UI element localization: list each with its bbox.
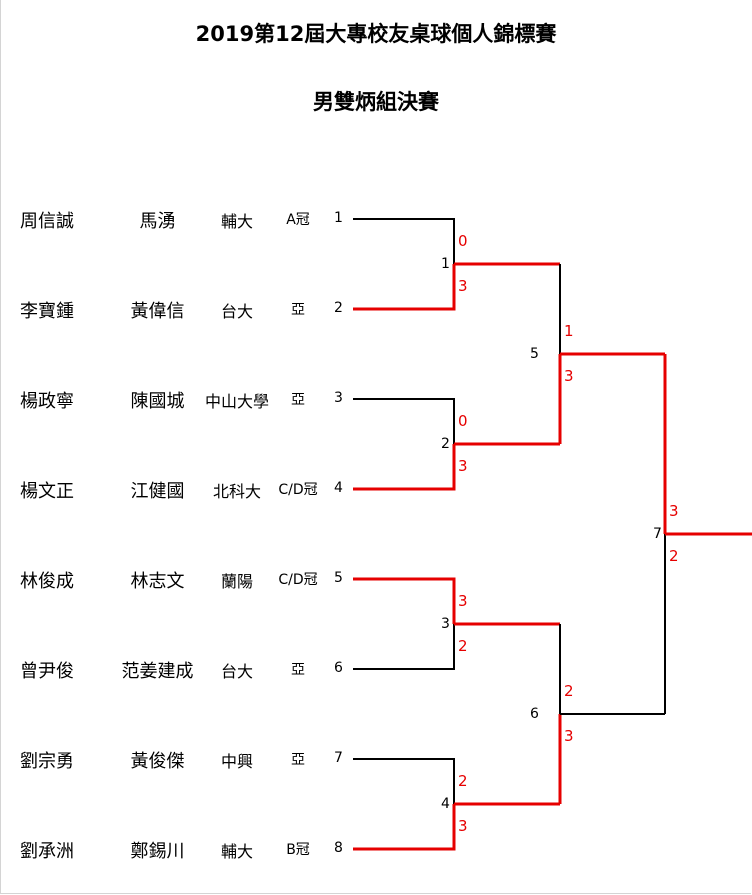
entry-8-seed: 8	[334, 840, 343, 856]
entry-4-player1: 楊文正	[20, 481, 74, 502]
entry-5-school: 蘭陽	[220, 572, 253, 591]
entry-1-prize: A冠	[286, 212, 310, 228]
match-1-top-line	[353, 218, 455, 264]
entry-3-school: 中山大學	[204, 392, 269, 411]
entry-6-player1: 曾尹俊	[20, 661, 74, 682]
match-7-number: 7	[653, 526, 662, 542]
match-2-score-bottom: 3	[458, 457, 468, 475]
match-2-score-top: 0	[458, 412, 468, 430]
match-3-top-line	[353, 577, 456, 624]
match-6-score-bottom: 3	[564, 727, 574, 745]
match-4-top-line	[353, 758, 455, 804]
entry-3-seed: 3	[334, 390, 343, 406]
entry-4-player2: 江健國	[130, 481, 185, 502]
entry-6-prize: 亞	[291, 662, 305, 678]
match-7-score-bottom: 2	[669, 547, 679, 565]
entry-4-prize: C/D冠	[278, 482, 318, 498]
match-1-number: 1	[441, 256, 450, 272]
entry-3-prize: 亞	[291, 392, 305, 408]
match-6-score-top: 2	[564, 682, 574, 700]
match-6-number: 6	[530, 706, 539, 722]
entry-5-player1: 林俊成	[20, 571, 74, 592]
entry-5-seed: 5	[334, 570, 343, 586]
entry-1-seed: 1	[334, 210, 343, 226]
entry-2-player2: 黃偉信	[130, 301, 185, 322]
entry-7-seed: 7	[334, 750, 343, 766]
match-3-bottom-line	[353, 624, 455, 670]
entry-6-player2: 范姜建成	[121, 661, 194, 682]
entry-3-player1: 楊政寧	[20, 391, 74, 412]
entry-8-player1: 劉承洲	[20, 841, 74, 862]
match-7-score-top: 3	[669, 502, 679, 520]
entry-5-player2: 林志文	[130, 571, 185, 592]
match-2-number: 2	[441, 436, 450, 452]
page-title: 2019第12屆大專校友桌球個人錦標賽	[195, 22, 557, 46]
entry-6-seed: 6	[334, 660, 343, 676]
match-2-top-line	[353, 398, 455, 444]
entry-2-player1: 李寶鍾	[20, 301, 74, 322]
match-3-score-top: 3	[458, 592, 468, 610]
entry-3-player2: 陳國城	[130, 391, 185, 412]
entry-1-school: 輔大	[220, 212, 253, 231]
entry-4-seed: 4	[334, 480, 343, 496]
match-5-score-top: 1	[564, 322, 574, 340]
match-3-score-bottom: 2	[458, 637, 468, 655]
entry-8-prize: B冠	[286, 842, 310, 858]
entry-6-school: 台大	[220, 662, 253, 681]
match-4-number: 4	[441, 796, 450, 812]
match-4-score-bottom: 3	[458, 817, 468, 835]
match-5-score-bottom: 3	[564, 367, 574, 385]
match-4-bottom-line	[353, 804, 456, 851]
entry-4-school: 北科大	[212, 482, 261, 501]
entry-7-school: 中興	[220, 752, 253, 771]
match-1-score-top: 0	[458, 232, 468, 250]
match-4-score-top: 2	[458, 772, 468, 790]
entry-1-player1: 周信誠	[20, 211, 74, 232]
entry-5-prize: C/D冠	[278, 572, 318, 588]
match-1-score-bottom: 3	[458, 277, 468, 295]
match-5-number: 5	[530, 346, 539, 362]
entry-2-prize: 亞	[291, 302, 305, 318]
entry-2-school: 台大	[220, 302, 253, 321]
entry-2-seed: 2	[334, 300, 343, 316]
match-1-bottom-line	[353, 264, 456, 311]
entry-7-player1: 劉宗勇	[20, 751, 74, 772]
entry-1-player2: 馬湧	[139, 211, 176, 232]
match-2-bottom-line	[353, 444, 456, 491]
event-subtitle: 男雙炳組決賽	[313, 90, 439, 114]
entry-7-player2: 黃俊傑	[130, 751, 185, 772]
entry-8-school: 輔大	[220, 842, 253, 861]
entry-8-player2: 鄭錫川	[130, 841, 185, 862]
entry-7-prize: 亞	[291, 752, 305, 768]
match-3-number: 3	[441, 616, 450, 632]
